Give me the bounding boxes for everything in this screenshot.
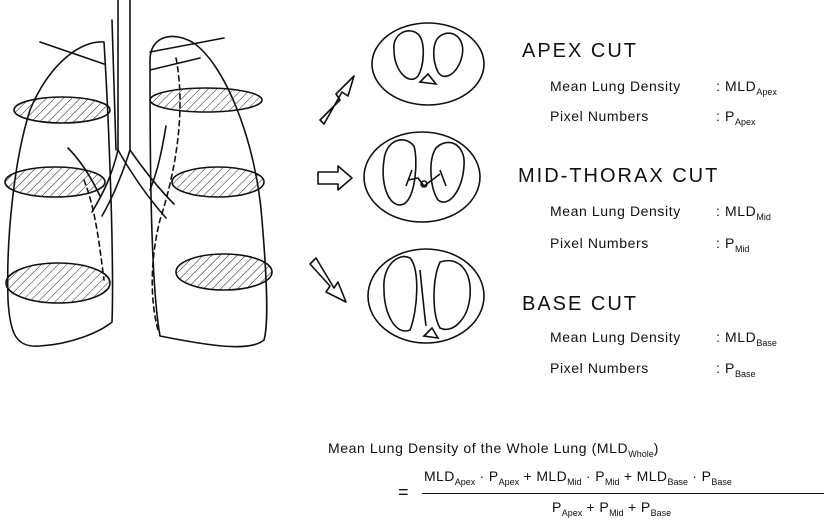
formula-heading-subscript: Whole: [628, 449, 654, 459]
formula-numerator: MLDApex · PApex + MLDMid · PMid + MLDBas…: [424, 468, 732, 487]
pixel-symbol: P: [725, 235, 735, 251]
trachea: [118, 0, 130, 150]
numerator-subscript: Apex: [455, 477, 476, 487]
apex-cut-plane: [150, 88, 262, 112]
density-label: Mean Lung Density: [550, 203, 681, 219]
mid-pixel-row: Pixel Numbers : PMid: [550, 235, 649, 251]
pixel-label: Pixel Numbers: [550, 360, 649, 376]
pixel-symbol: P: [725, 108, 735, 124]
density-subscript: Apex: [756, 87, 777, 97]
formula-heading-symbol: MLD: [597, 440, 628, 456]
lung-illustration: [5, 0, 272, 347]
density-subscript: Mid: [756, 212, 771, 222]
formula-heading-close: ): [654, 440, 659, 456]
numerator-term: + MLD: [620, 468, 668, 484]
base-density-row: Mean Lung Density : MLDBase: [550, 329, 681, 345]
apex-cut-title: APEX CUT: [522, 40, 638, 63]
pixel-subscript: Base: [735, 369, 756, 379]
apex-density-row: Mean Lung Density : MLDApex: [550, 78, 681, 94]
denominator-subscript: Mid: [609, 508, 624, 518]
numerator-term: · P: [582, 468, 605, 484]
pulmonary-vessel: [40, 38, 224, 70]
denominator-subscript: Base: [651, 508, 672, 518]
apex-pixel-row: Pixel Numbers : PApex: [550, 108, 649, 124]
numerator-subscript: Base: [667, 477, 688, 487]
arrows: [310, 76, 354, 302]
apex-slice: [372, 23, 484, 105]
numerator-term: · P: [475, 468, 498, 484]
mid-cut-plane: [5, 167, 105, 197]
pixel-symbol: P: [725, 360, 735, 376]
numerator-term: + MLD: [519, 468, 567, 484]
pixel-label: Pixel Numbers: [550, 108, 649, 124]
numerator-subscript: Base: [711, 477, 732, 487]
density-label: Mean Lung Density: [550, 329, 681, 345]
denominator-subscript: Apex: [562, 508, 583, 518]
numerator-term: MLD: [424, 468, 455, 484]
apex-arrow: [320, 76, 354, 124]
pulmonary-vessel: [112, 20, 116, 150]
mid-cut-title: MID-THORAX CUT: [518, 165, 719, 188]
numerator-subscript: Apex: [499, 477, 520, 487]
equals-sign: =: [398, 482, 409, 503]
pixel-subscript: Apex: [735, 117, 756, 127]
denominator-term: + P: [582, 499, 609, 515]
formula-heading-text: Mean Lung Density of the Whole Lung (: [328, 440, 597, 456]
density-subscript: Base: [756, 338, 777, 348]
numerator-subscript: Mid: [605, 477, 620, 487]
numerator-term: · P: [688, 468, 711, 484]
mid-cut-plane: [172, 167, 264, 197]
fraction-bar: [422, 493, 824, 494]
pixel-label: Pixel Numbers: [550, 235, 649, 251]
mid-slice: [364, 132, 480, 222]
base-arrow: [310, 258, 346, 302]
base-cut-plane: [6, 263, 110, 303]
mid-arrow: [318, 166, 352, 190]
base-cut-plane: [176, 254, 272, 290]
denominator-term: P: [552, 499, 562, 515]
density-symbol: MLD: [725, 78, 756, 94]
base-pixel-row: Pixel Numbers : PBase: [550, 360, 649, 376]
formula-denominator: PApex + PMid + PBase: [552, 499, 671, 518]
density-label: Mean Lung Density: [550, 78, 681, 94]
density-symbol: MLD: [725, 329, 756, 345]
base-slice: [368, 249, 484, 343]
ct-slices: [364, 23, 484, 343]
mid-density-row: Mean Lung Density : MLDMid: [550, 203, 681, 219]
pixel-subscript: Mid: [735, 244, 750, 254]
density-symbol: MLD: [725, 203, 756, 219]
numerator-subscript: Mid: [567, 477, 582, 487]
formula-heading: Mean Lung Density of the Whole Lung (MLD…: [328, 440, 659, 459]
apex-cut-plane: [14, 97, 110, 123]
base-cut-title: BASE CUT: [522, 293, 638, 316]
denominator-term: + P: [624, 499, 651, 515]
